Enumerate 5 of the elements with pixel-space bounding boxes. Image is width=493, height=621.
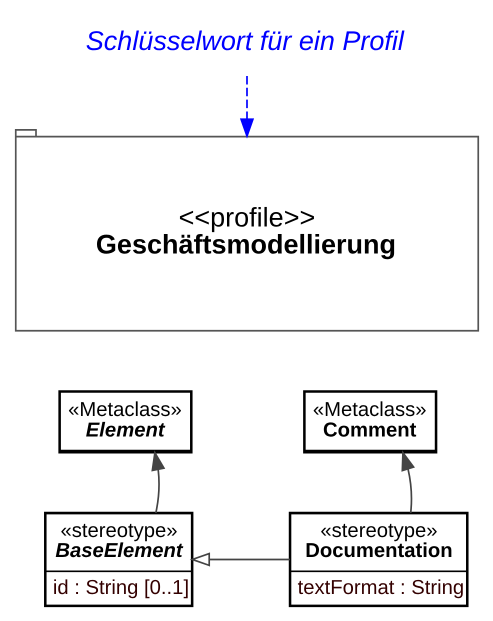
arrow xyxy=(189,552,290,567)
arrow xyxy=(239,76,254,139)
arrow xyxy=(400,450,414,513)
node-text: Schlüsselwort für ein Profil xyxy=(85,26,404,56)
arrow xyxy=(150,450,165,514)
